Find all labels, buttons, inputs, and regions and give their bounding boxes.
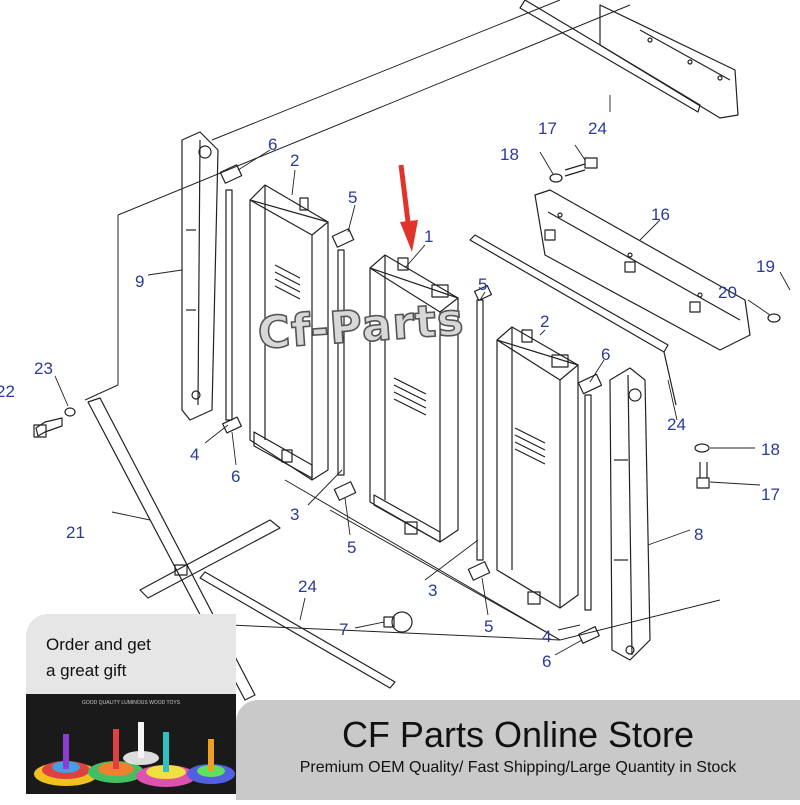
store-tagline: Premium OEM Quality/ Fast Shipping/Large…: [299, 759, 737, 776]
callout-1: 1: [424, 227, 433, 246]
fitting-part-7: [383, 611, 413, 633]
callout-7: 7: [339, 620, 348, 639]
callout-6-d: 6: [542, 652, 551, 671]
gift-line-2: a great gift: [46, 661, 127, 680]
callout-6-c: 6: [601, 345, 610, 364]
callout-9: 9: [135, 272, 144, 291]
callout-5-c: 5: [478, 275, 487, 294]
store-banner: CF Parts Online Store Premium OEM Qualit…: [236, 700, 800, 800]
callout-5-a: 5: [348, 188, 357, 207]
callout-24-top: 24: [588, 119, 607, 138]
wooden-toys-photo: GOOD QUALITY LUMINOUS WOOD TOYS: [26, 694, 236, 794]
callout-24-middle: 24: [667, 415, 686, 434]
highlight-arrow-icon: [398, 164, 418, 252]
seal-strip-right: [577, 373, 603, 644]
callout-2-left: 2: [290, 151, 299, 170]
radiator-core-center: [369, 254, 459, 543]
gift-promo-box: Order and get a great gift GOOD QUALITY …: [26, 614, 236, 794]
callout-17-bottom: 17: [761, 485, 780, 504]
callout-6-a: 6: [268, 135, 277, 154]
washer-part-18-bottom: [694, 443, 710, 453]
callout-3-left: 3: [290, 505, 299, 524]
seal-strip-middle: [467, 284, 493, 581]
callout-19: 19: [756, 257, 775, 276]
bolt-part-17-bottom: [696, 462, 710, 489]
washer-part-23: [64, 407, 76, 417]
seal-strip-left: [219, 164, 357, 501]
callout-20: 20: [718, 283, 737, 302]
callout-5-b: 5: [347, 538, 356, 557]
callout-3-right: 3: [428, 581, 437, 600]
bracket-part-16: [534, 189, 751, 351]
callout-23: 23: [34, 359, 53, 378]
washer-part-18-top: [549, 173, 563, 183]
callout-21: 21: [66, 523, 85, 542]
radiator-core-right: [496, 326, 579, 609]
store-title: CF Parts Online Store: [341, 714, 695, 755]
callout-4-right: 4: [542, 627, 551, 646]
middle-rod-part-24: [469, 234, 677, 406]
washer-part-20: [767, 313, 781, 323]
stay-rod-part-21: [87, 397, 281, 701]
bolt-part-22: [33, 417, 63, 438]
leader-lines: [54, 95, 791, 656]
left-frame-part-9: [181, 131, 219, 421]
callout-24-bottom: 24: [298, 577, 317, 596]
callout-5-d: 5: [484, 617, 493, 636]
gift-promo-text: Order and get a great gift: [46, 632, 216, 684]
callout-4-left: 4: [190, 445, 199, 464]
radiator-core-left: [249, 184, 329, 481]
callout-8: 8: [694, 525, 703, 544]
callout-6-b: 6: [231, 467, 240, 486]
watermark-text: Cf-Parts: [256, 294, 466, 359]
photo-caption: GOOD QUALITY LUMINOUS WOOD TOYS: [82, 700, 181, 706]
callout-18-top: 18: [500, 145, 519, 164]
top-rail-part-24: [519, 0, 739, 119]
spinning-tops-icon: [34, 722, 235, 787]
bolt-part-17-top: [564, 157, 598, 177]
callout-numbers: 1 2 2 3 3 4 4 5 5 5 5 6 6 6 6 7 8 9 16 1…: [0, 119, 780, 671]
bottom-rod-part-24: [199, 571, 396, 689]
callout-2-right: 2: [540, 312, 549, 331]
callout-16: 16: [651, 205, 670, 224]
callout-18-bottom: 18: [761, 440, 780, 459]
right-frame-part-8: [609, 367, 651, 661]
gift-line-1: Order and get: [46, 635, 151, 654]
callout-17-top: 17: [538, 119, 557, 138]
callout-22: 22: [0, 382, 15, 401]
